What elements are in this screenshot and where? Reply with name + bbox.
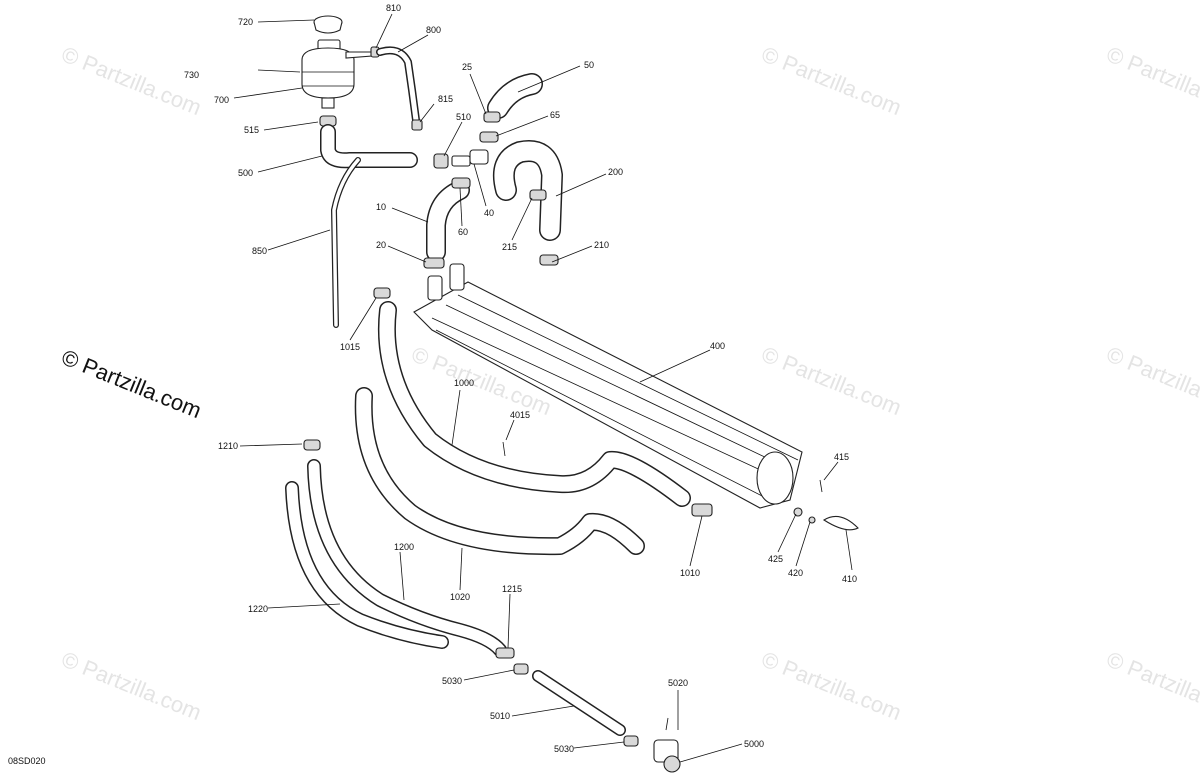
part-400-heat-exchanger xyxy=(413,263,803,509)
part-510-fitting xyxy=(433,153,471,169)
callout-1015: 1015 xyxy=(340,342,360,352)
callout-510: 510 xyxy=(456,112,471,122)
part-5000-fitting xyxy=(653,739,681,773)
diagram-code: 08SD020 xyxy=(8,756,46,766)
part-815-clamp xyxy=(411,119,423,131)
callout-850: 850 xyxy=(252,246,267,256)
callout-420: 420 xyxy=(788,568,803,578)
callout-25: 25 xyxy=(462,62,472,72)
callout-5010: 5010 xyxy=(490,711,510,721)
callout-1010: 1010 xyxy=(680,568,700,578)
part-720-cap xyxy=(313,15,343,34)
callout-415: 415 xyxy=(834,452,849,462)
part-700-reservoir xyxy=(301,39,373,109)
part-410-bracket xyxy=(822,515,859,531)
callout-1210: 1210 xyxy=(218,441,238,451)
part-50-hose xyxy=(487,73,543,119)
callout-720: 720 xyxy=(238,17,253,27)
part-4015-screw xyxy=(502,441,506,457)
watermark: © Partzilla.com xyxy=(58,41,205,120)
part-1015-clamp xyxy=(373,287,391,299)
callout-810: 810 xyxy=(386,3,401,13)
part-1215-clamp xyxy=(495,647,515,659)
callout-5030: 5030 xyxy=(554,744,574,754)
part-5030-clamp xyxy=(513,663,529,675)
part-500-hose xyxy=(320,124,418,169)
callout-1215: 1215 xyxy=(502,584,522,594)
part-1020-hose xyxy=(354,387,645,556)
callout-10: 10 xyxy=(376,202,386,212)
callout-40: 40 xyxy=(484,208,494,218)
watermark: © Partzilla.com xyxy=(758,41,905,120)
callout-1000: 1000 xyxy=(454,378,474,388)
callout-730: 730 xyxy=(184,70,199,80)
callout-500: 500 xyxy=(238,168,253,178)
part-850-tube xyxy=(331,157,361,328)
callout-400: 400 xyxy=(710,341,725,351)
part-200-hose xyxy=(492,140,563,241)
part-415-screw xyxy=(819,479,823,493)
callout-200: 200 xyxy=(608,167,623,177)
part-1200-hose xyxy=(307,459,507,657)
callout-215: 215 xyxy=(502,242,517,252)
part-65-clamp xyxy=(479,131,499,143)
watermark: © Partzilla.com xyxy=(58,646,205,725)
part-25-clamp xyxy=(483,111,501,123)
callout-5030: 5030 xyxy=(442,676,462,686)
callout-515: 515 xyxy=(244,125,259,135)
callout-1220: 1220 xyxy=(248,604,268,614)
watermark: © Partzilla.com xyxy=(758,646,905,725)
part-800-small-hose xyxy=(370,46,423,131)
callout-815: 815 xyxy=(438,94,453,104)
callout-5020: 5020 xyxy=(668,678,688,688)
part-1010-clamp xyxy=(691,503,713,517)
part-10-hose xyxy=(426,180,470,262)
callout-1020: 1020 xyxy=(450,592,470,602)
callout-425: 425 xyxy=(768,554,783,564)
part-1220-hose xyxy=(285,481,449,649)
part-1210-clamp xyxy=(303,439,321,451)
part-1000-hose xyxy=(377,301,691,507)
part-20-clamp xyxy=(423,257,445,269)
part-5030-clamp xyxy=(623,735,639,747)
callout-410: 410 xyxy=(842,574,857,584)
part-5010-tube xyxy=(532,670,626,736)
callout-65: 65 xyxy=(550,110,560,120)
part-60-clamp xyxy=(451,177,471,189)
part-210-clamp xyxy=(539,254,559,266)
callout-4015: 4015 xyxy=(510,410,530,420)
callout-5000: 5000 xyxy=(744,739,764,749)
callout-50: 50 xyxy=(584,60,594,70)
watermark: © Partzilla.com xyxy=(1103,646,1200,725)
part-420-washer xyxy=(808,516,816,524)
callout-labels: 720 810 800 730 700 815 25 50 515 510 65… xyxy=(184,3,857,754)
callout-800: 800 xyxy=(426,25,441,35)
part-5020-screws xyxy=(665,717,679,731)
part-215-clamp xyxy=(529,189,547,201)
copyright-text: © Partzilla.com xyxy=(58,344,205,423)
part-730-screw xyxy=(257,69,301,73)
callout-1200: 1200 xyxy=(394,542,414,552)
callout-20: 20 xyxy=(376,240,386,250)
callout-60: 60 xyxy=(458,227,468,237)
watermark: © Partzilla.com xyxy=(758,341,905,420)
part-40-fitting xyxy=(469,149,489,165)
callout-leaders xyxy=(233,13,853,763)
callout-210: 210 xyxy=(594,240,609,250)
watermark: © Partzilla.com xyxy=(1103,41,1200,120)
watermark: © Partzilla.com xyxy=(1103,341,1200,420)
callout-700: 700 xyxy=(214,95,229,105)
